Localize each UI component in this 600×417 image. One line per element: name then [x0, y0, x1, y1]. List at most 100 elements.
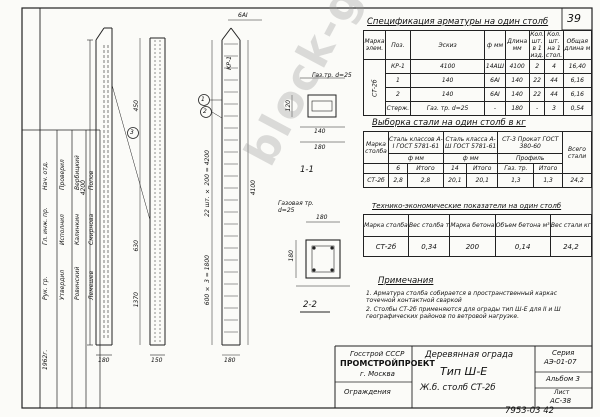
- steel-sub: 6: [387, 163, 409, 174]
- tech-cell: 0,14: [494, 236, 551, 257]
- steel-h-c1: Сталь классов А-I ГОСТ 5781-61: [388, 131, 444, 154]
- sheet-number: 39: [567, 12, 581, 25]
- org-2: ПРОМСТРОЙПРОЕКТ: [340, 359, 435, 368]
- table-row: СТ-2б 0,34 200 0,14 24,2: [363, 236, 593, 257]
- spec-cell: 1: [385, 73, 411, 88]
- table-row: СТ-2б КР-1 4100 14АШ 4100 2 4 16,40: [363, 59, 593, 116]
- steel-sub: ф мм: [442, 153, 499, 164]
- notes-title: Примечания: [378, 276, 434, 286]
- table-row: СТ-2б 2,8 2,8 20,1 20,1 1,3 1,3 24,2: [363, 173, 592, 188]
- spec-cell: 4100: [504, 59, 530, 74]
- steel-sub: Итого: [407, 163, 444, 174]
- tech-table: Марка столба Вес столба т Марка бетона О…: [363, 214, 593, 257]
- tech-h: Марка столба: [363, 214, 409, 237]
- dim-180b: 180: [224, 357, 236, 364]
- dim-630: 630: [133, 240, 140, 252]
- spec-cell: 6АI: [484, 73, 506, 88]
- steel-cell: 2,8: [387, 173, 409, 188]
- spec-cell: 22: [528, 73, 546, 88]
- steel-cell: 1,3: [533, 173, 563, 188]
- stamp-name-1: Калинкин: [74, 213, 81, 245]
- steel-cell: СТ-2б: [363, 173, 389, 188]
- sheet-label: Лист: [554, 389, 570, 396]
- dim-180a: 180: [98, 357, 110, 364]
- spec-cell: 180: [504, 101, 530, 116]
- note-1: 1. Арматура столба собирается в простран…: [366, 290, 557, 304]
- spec-cell: -: [484, 101, 506, 116]
- dim-450: 450: [133, 100, 140, 112]
- steel-label: Газовая тр. d=25: [278, 200, 314, 214]
- spec-cell: 44: [544, 87, 564, 102]
- spec-cell: 0,54: [562, 101, 593, 116]
- spec-cell: 2: [528, 59, 546, 74]
- pos-2: 2: [203, 108, 207, 115]
- spec-cell: 2: [385, 87, 411, 102]
- spec-cell: Газ. тр. d=25: [409, 101, 486, 116]
- steel-sub: Итого: [533, 163, 563, 174]
- section-2-2: 2-2: [303, 300, 317, 310]
- spec-mark: СТ-2б: [363, 59, 386, 116]
- org-1: Госстрой СССР: [350, 350, 405, 358]
- dim-pitch2: 600 × 3 = 1800: [204, 255, 211, 306]
- section-name: Ограждения: [344, 388, 391, 396]
- pos-3: 3: [130, 129, 134, 136]
- album: Альбом 3: [546, 375, 580, 383]
- steel-cell: 2,8: [407, 173, 444, 188]
- spec-cell: 3: [544, 101, 564, 116]
- dim-120: 120: [285, 100, 292, 112]
- dim-4100: 4100: [250, 180, 257, 196]
- drawing-number: 7953-03 42: [505, 406, 555, 416]
- tech-h: Объем бетона м³: [494, 214, 551, 237]
- title-1: Деревянная ограда: [425, 350, 514, 360]
- spec-cell: 140: [504, 73, 530, 88]
- pos-1: 1: [201, 96, 205, 103]
- steel-cell: 24,2: [562, 173, 592, 188]
- steel-h-total: Всего стали: [562, 131, 592, 174]
- spec-cell: 140: [409, 73, 486, 88]
- dim-pitch1: 22 шт. × 200 = 4200: [204, 150, 211, 217]
- spec-cell: 44: [544, 73, 564, 88]
- stamp-role-1: Гл. инж. пр.: [42, 207, 49, 245]
- steel-h-c2: Сталь класса А-Ш ГОСТ 5781-61: [442, 131, 499, 154]
- stamp-name-4: Смирнова: [88, 213, 95, 245]
- sheet-value: АС-38: [550, 397, 572, 405]
- spec-cell: КР-1: [385, 59, 411, 74]
- spec-h-pos: Поз.: [385, 30, 411, 60]
- steel-table: Марка столба Сталь классов А-I ГОСТ 5781…: [363, 131, 592, 188]
- title-2: Тип Ш-Е: [440, 365, 488, 378]
- tech-cell: 0,34: [407, 236, 451, 257]
- table-row: Стерж. Газ. тр. d=25 - 180 - 3 0,54: [364, 101, 593, 116]
- dim-6a1: 6АI: [238, 12, 248, 19]
- dim-180d: 180: [316, 214, 328, 221]
- steel-sub: Итого: [465, 163, 499, 174]
- tech-cell: 200: [449, 236, 496, 257]
- stamp-role-2: Рук. гр.: [42, 276, 49, 300]
- stamp-role-0: Нач. отд.: [42, 161, 49, 190]
- spec-h-q2: Кол. шт. на 1 стол.: [544, 30, 564, 60]
- steel-sub: ф мм: [388, 153, 444, 164]
- dim-4200: 4200: [80, 180, 87, 196]
- tech-h: Вес столба т: [407, 214, 451, 237]
- spec-cell: 4: [544, 59, 564, 74]
- kr1-label: КР-1: [226, 56, 233, 70]
- steel-cell: 20,1: [465, 173, 499, 188]
- steel-cell: 1,3: [497, 173, 535, 188]
- stamp-role-4: Исполнил: [59, 214, 66, 245]
- dim-180c: 180: [314, 144, 326, 151]
- spec-cell: 16,40: [562, 59, 593, 74]
- series-label: Серия: [552, 349, 575, 357]
- dim-140: 140: [314, 128, 326, 135]
- section-1-1: 1-1: [300, 165, 314, 175]
- spec-h-q1: Кол. шт. в 1 изд.: [528, 30, 546, 60]
- spec-title: Спецификация арматуры на один столб: [367, 17, 549, 27]
- stamp-name-3: Попов: [88, 170, 95, 190]
- spec-h-mark: Марка элем.: [362, 30, 387, 60]
- spec-cell: 6АI: [484, 87, 506, 102]
- tech-cell: 24,2: [549, 236, 593, 257]
- tech-title: Технико-экономические показатели на один…: [372, 202, 562, 210]
- stamp-role-5: Утвердил: [59, 269, 66, 300]
- steel-cell: 20,1: [442, 173, 467, 188]
- tech-h: Вес стали кг: [549, 214, 593, 237]
